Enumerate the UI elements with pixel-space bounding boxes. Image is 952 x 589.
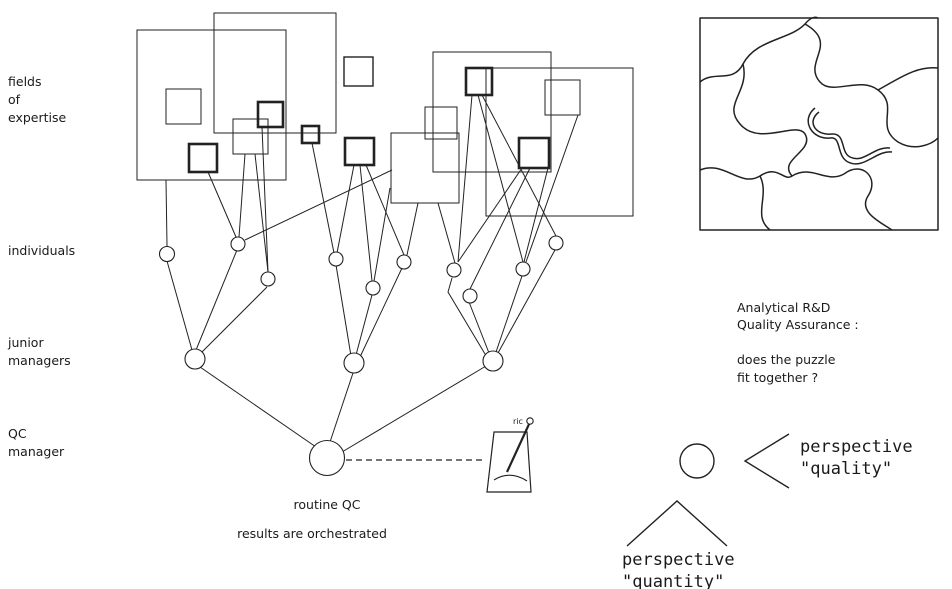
qa-quality-assurance: Quality Assurance : <box>737 317 859 332</box>
label-of: of <box>8 92 21 107</box>
perspective-quantity-value: "quantity" <box>622 572 724 589</box>
individual-node <box>260 271 276 287</box>
qa-fit-together: fit together ? <box>737 370 818 385</box>
individual-node <box>462 288 478 304</box>
expertise-box-small <box>544 79 581 116</box>
expertise-box-large <box>485 67 634 217</box>
expertise-box-small <box>256 100 285 129</box>
expertise-box-small <box>424 106 458 140</box>
perspective-quantity-label: perspective <box>622 550 735 570</box>
expertise-box-small <box>300 124 321 145</box>
individual-node <box>158 245 176 263</box>
individual-node <box>230 236 246 252</box>
puzzle-icon <box>699 16 939 231</box>
caption-routine-qc: routine QC <box>294 497 361 512</box>
individual-nodes <box>158 235 564 304</box>
metronome-mark: ric <box>513 417 523 426</box>
expertise-box-small <box>343 136 376 167</box>
expertise-box-small <box>165 88 202 125</box>
caption-results: results are orchestrated <box>237 526 387 541</box>
observer-icon <box>679 443 715 479</box>
individual-node <box>515 261 531 277</box>
qa-puzzle-question: does the puzzle <box>737 352 836 367</box>
expertise-box-large <box>213 12 337 134</box>
edges-juniors-qc <box>199 365 487 453</box>
individual-node <box>548 235 564 251</box>
expertise-box-small <box>343 56 374 87</box>
label-qc: QC <box>8 426 27 441</box>
perspective-quality-label: perspective <box>800 437 913 457</box>
quality-angle-icon <box>743 433 790 489</box>
expertise-box-large <box>432 51 552 173</box>
junior-manager-node <box>184 348 206 370</box>
individual-node <box>446 262 462 278</box>
label-junior: junior <box>7 335 44 350</box>
label-individuals: individuals <box>8 243 75 258</box>
label-expertise: expertise <box>8 110 67 125</box>
edges-individuals-juniors <box>166 249 556 358</box>
individual-node <box>396 254 412 270</box>
junior-manager-node <box>343 352 365 374</box>
expertise-box-small <box>187 142 219 174</box>
label-managers: managers <box>8 353 71 368</box>
label-manager: manager <box>8 444 65 459</box>
expertise-box-large <box>390 132 460 204</box>
edges-expertise-individuals <box>165 94 579 290</box>
qa-analytical: Analytical R&D <box>737 300 830 315</box>
expertise-box-small <box>232 118 269 155</box>
perspective-quality-value: "quality" <box>800 459 892 479</box>
label-fields: fields <box>8 74 41 89</box>
individual-node <box>328 251 344 267</box>
individual-node <box>365 280 381 296</box>
expertise-small-boxes <box>165 56 581 174</box>
expertise-box-small <box>464 66 494 97</box>
quantity-angle-icon <box>626 500 728 547</box>
metronome-icon: ric <box>486 417 534 493</box>
junior-manager-node <box>482 350 504 372</box>
expertise-box-small <box>517 136 551 170</box>
qc-manager-node <box>308 439 346 477</box>
junior-manager-nodes <box>184 348 504 374</box>
